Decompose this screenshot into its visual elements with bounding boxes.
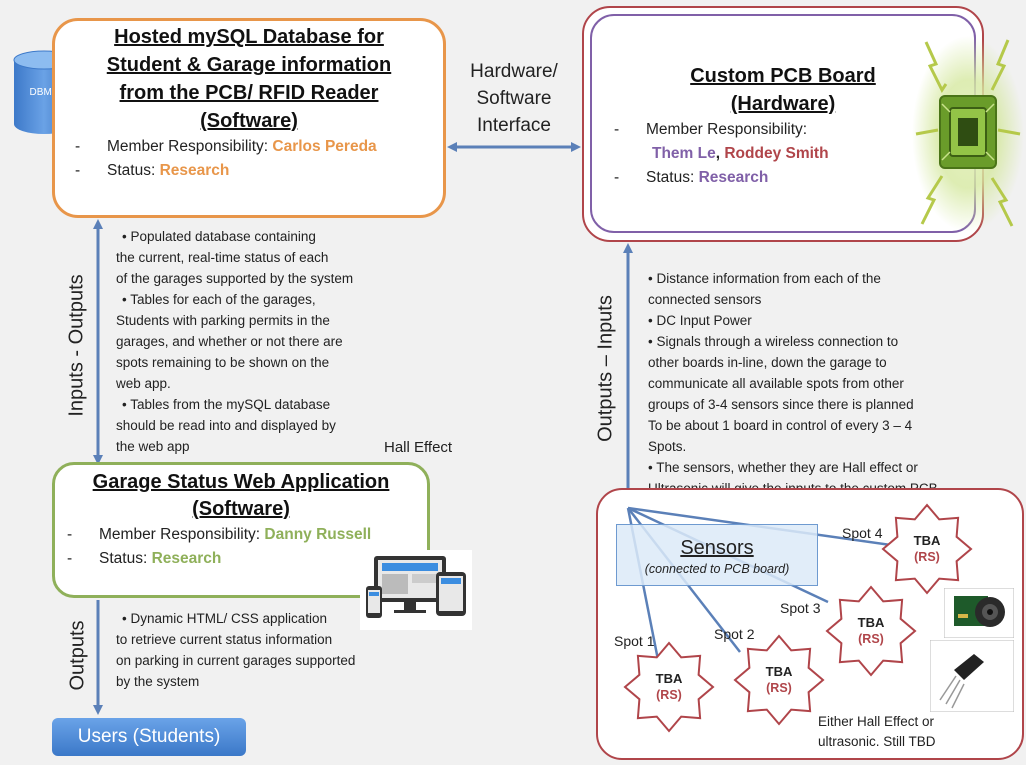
responsive-devices-icon: [360, 550, 472, 630]
database-status: -Status: Research: [75, 162, 230, 179]
users-box: Users (Students): [52, 718, 246, 756]
pcb-status-value: Research: [698, 169, 769, 186]
sensors-subtitle: (connected to PCB board): [644, 562, 790, 576]
web-app-status: -Status: Research: [67, 550, 222, 567]
web-app-owner: Danny Russell: [264, 526, 372, 543]
hall-effect-label: Hall Effect: [384, 439, 453, 456]
database-responsibility: -Member Responsibility: Carlos Pereda: [75, 138, 377, 155]
sensor-caption: Either Hall Effect or ultrasonic. Still …: [818, 714, 936, 749]
pcb-chip-icon: [912, 36, 1024, 232]
web-app-responsibility: -Member Responsibility: Danny Russell: [67, 526, 372, 543]
pcb-notes: • Distance information from each of the …: [648, 271, 938, 496]
sensors-label-box: Sensors (connected to PCB board): [616, 524, 818, 586]
spot-star-3: [825, 585, 917, 677]
pcb-owners: Them Le, Roddey Smith: [652, 145, 829, 162]
users-label: Users (Students): [77, 726, 221, 747]
web-app-box: Garage Status Web Application (Software)…: [52, 462, 430, 598]
database-notes: • Populated database containing the curr…: [116, 229, 354, 454]
dbms-label: DBMS: [29, 87, 59, 98]
web-notes: • Dynamic HTML/ CSS application to retri…: [116, 611, 356, 689]
pcb-box: Custom PCB Board (Hardware) -Member Resp…: [590, 14, 976, 233]
web-app-title: Garage Status Web Application (Software): [92, 471, 390, 520]
pcb-title: Custom PCB Board (Hardware): [690, 65, 876, 115]
sensors-title: Sensors: [680, 537, 754, 559]
spot-2-badge: TBA (RS): [765, 664, 793, 695]
ultrasonic-sensor-icon: [944, 588, 1014, 638]
spot-3-label: Spot 3: [780, 600, 821, 616]
interface-label: Hardware/ Software Interface: [470, 61, 558, 136]
spot-star-2: [733, 634, 825, 726]
spot-star-1: [623, 641, 715, 733]
spot-3-badge: TBA (RS): [857, 615, 885, 646]
spot-2-label: Spot 2: [714, 626, 755, 642]
pcb-status: -Status: Research: [614, 169, 769, 186]
database-status-value: Research: [159, 162, 230, 179]
pcb-responsibility: -Member Responsibility:: [614, 121, 808, 138]
spot-4-badge: TBA (RS): [913, 533, 941, 564]
spot-1-badge: TBA (RS): [655, 671, 683, 702]
spot-star-4: [881, 503, 973, 595]
spot-4-label: Spot 4: [842, 525, 883, 541]
database-box: Hosted mySQL Database for Student & Gara…: [52, 18, 446, 218]
database-owner: Carlos Pereda: [272, 138, 377, 155]
spot-1-label: Spot 1: [614, 633, 655, 649]
hall-effect-sensor-icon: [930, 640, 1014, 712]
database-title: Hosted mySQL Database for Student & Gara…: [106, 26, 392, 132]
web-app-status-value: Research: [151, 550, 222, 567]
